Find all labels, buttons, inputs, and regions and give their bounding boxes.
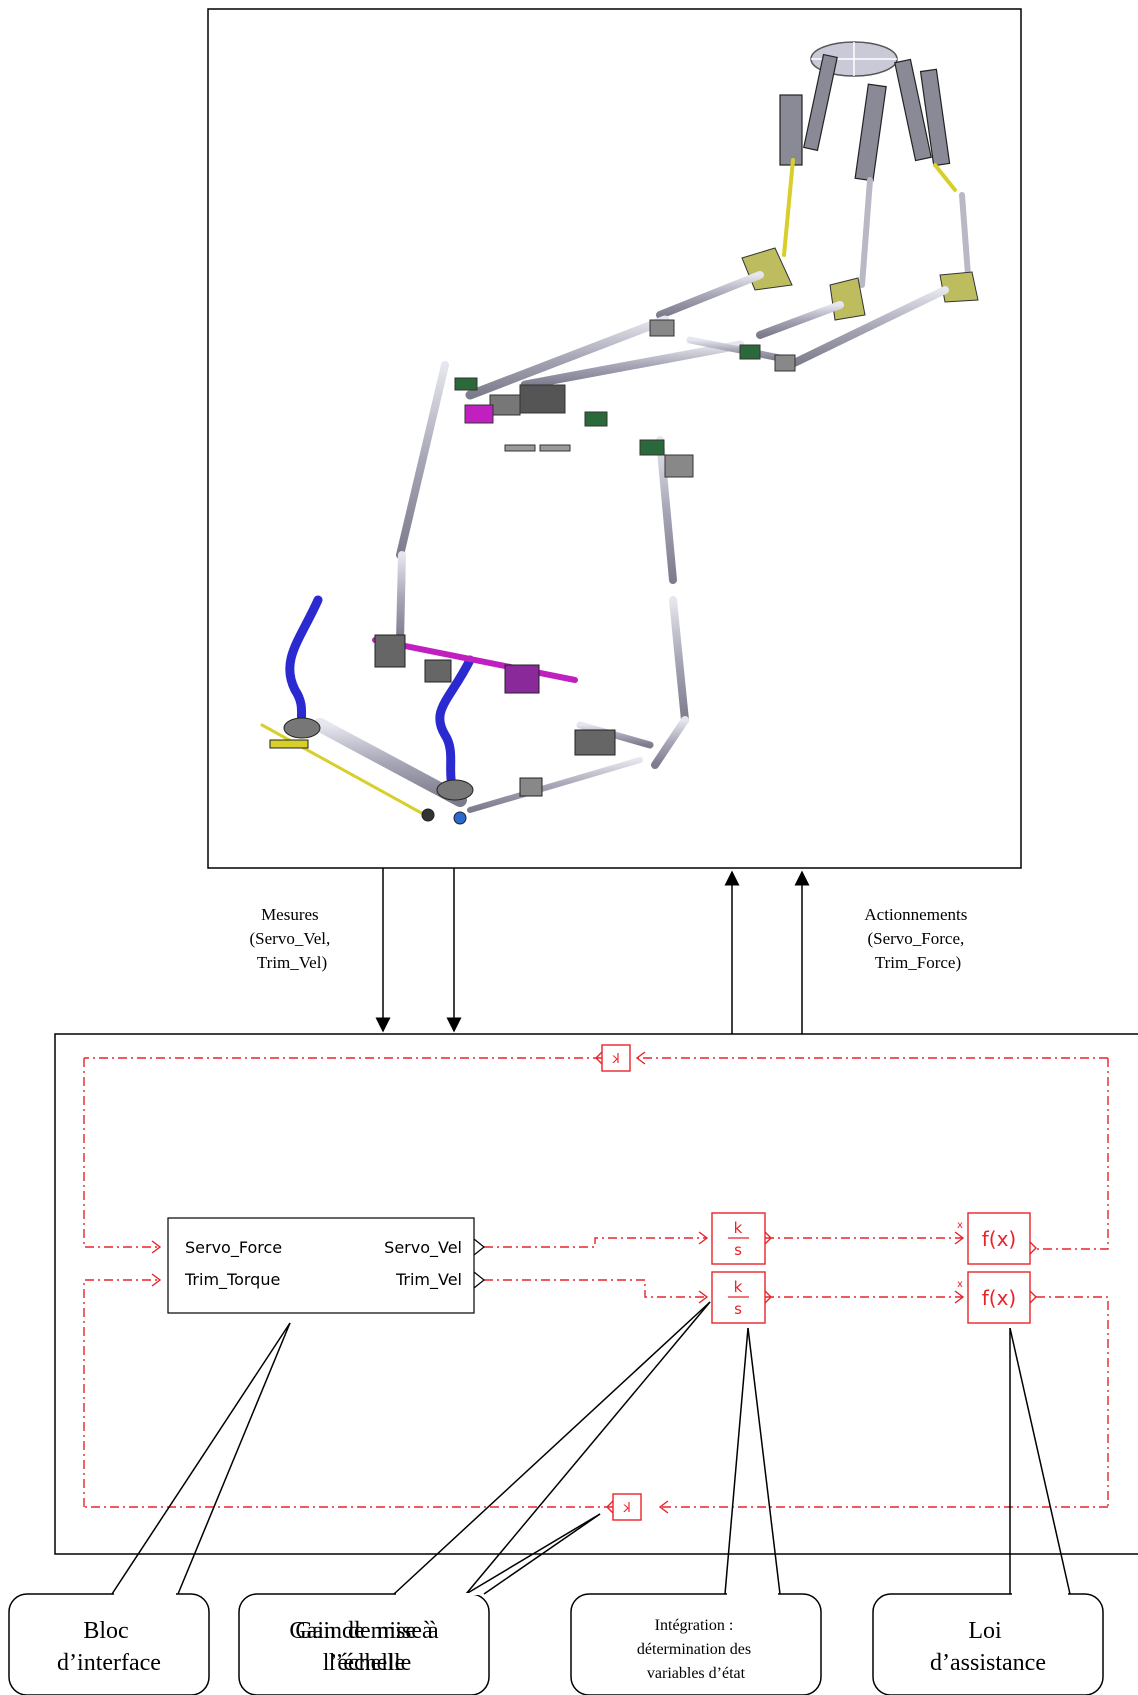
svg-text:k: k bbox=[612, 1052, 620, 1067]
svg-text:x: x bbox=[957, 1279, 963, 1290]
integrator-block-top[interactable]: k s bbox=[712, 1213, 771, 1264]
svg-text:f(x): f(x) bbox=[982, 1227, 1016, 1251]
port-servo-force: Servo_Force bbox=[185, 1238, 282, 1258]
function-block-bottom[interactable]: f(x) x bbox=[957, 1272, 1036, 1323]
callout-gain bbox=[239, 1594, 489, 1695]
svg-text:k: k bbox=[734, 1278, 743, 1296]
svg-text:s: s bbox=[734, 1241, 742, 1259]
interface-block[interactable]: Servo_Force Trim_Torque Servo_Vel Trim_V… bbox=[168, 1218, 484, 1313]
port-trim-torque: Trim_Torque bbox=[184, 1270, 280, 1290]
measures-label: Mesures (Servo_Vel, Trim_Vel) bbox=[250, 905, 335, 972]
svg-text:s: s bbox=[734, 1300, 742, 1318]
svg-text:k: k bbox=[734, 1219, 743, 1237]
svg-text:f(x): f(x) bbox=[982, 1286, 1016, 1310]
svg-text:k: k bbox=[623, 1501, 631, 1516]
callout-loi bbox=[873, 1594, 1103, 1695]
callout-bloc bbox=[9, 1594, 209, 1695]
actuations-label: Actionnements (Servo_Force, Trim_Force) bbox=[864, 905, 971, 972]
port-servo-vel: Servo_Vel bbox=[384, 1238, 462, 1258]
signal-arrows bbox=[383, 868, 802, 1034]
port-trim-vel: Trim_Vel bbox=[395, 1270, 462, 1290]
function-block-top[interactable]: f(x) x bbox=[957, 1213, 1036, 1264]
integrator-block-bottom[interactable]: k s bbox=[712, 1272, 771, 1323]
svg-text:x: x bbox=[957, 1220, 963, 1231]
